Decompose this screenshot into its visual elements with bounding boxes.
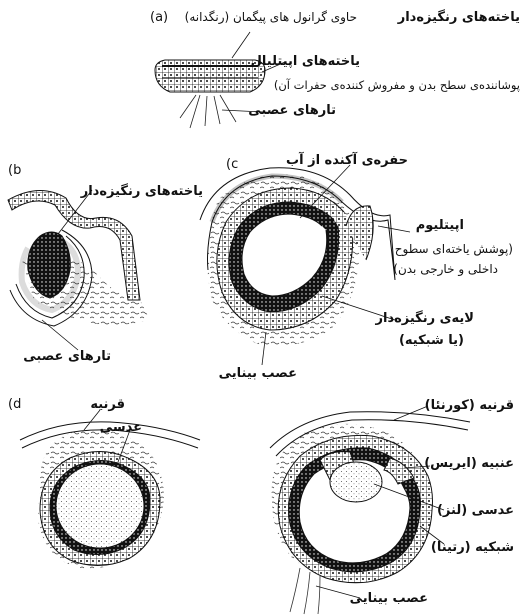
panel-a-epithelium bbox=[155, 60, 265, 92]
panel-a-pointer-receptor bbox=[232, 32, 250, 58]
panel-c-drawing bbox=[200, 165, 410, 365]
panel-c-nerve-label: عصب بینایی bbox=[219, 366, 297, 381]
panel-b-nerve-label: تارهای عصبی bbox=[23, 349, 111, 364]
panel-a-nerve-fibers bbox=[180, 95, 236, 128]
panel-c-pigment-label: لایه‌ی رنگیزه‌دار bbox=[376, 311, 475, 326]
panel-a-nerve-label: تارهای عصبی bbox=[248, 103, 336, 118]
panel-e-optic-nerve bbox=[290, 568, 320, 614]
panel-d-pointer-cornea bbox=[84, 410, 100, 430]
panel-d-lens bbox=[56, 464, 144, 548]
panel-d-cornea-label: قرنیه bbox=[90, 397, 125, 412]
panel-a-receptor-label: یاخته‌های رنگیزه‌دار bbox=[398, 10, 520, 25]
panel-d-lens-label: عدسی bbox=[100, 420, 142, 435]
panel-b-pointer-nerve bbox=[42, 320, 78, 350]
panel-a-epithelial-note: پوشاننده‌ی سطح بدن و مفروش کننده‌ی حفرات… bbox=[274, 78, 520, 93]
panel-e-lens-label: عدسی (لنز) bbox=[437, 503, 514, 518]
panel-e-lens bbox=[330, 462, 382, 502]
panel-b-drawing bbox=[8, 190, 150, 350]
panel-e-retina-label: شبکیه (رتینا) bbox=[431, 540, 514, 555]
panel-b-tag: (b bbox=[8, 163, 21, 178]
panel-c-epithelium-label: اپیتلیوم bbox=[416, 218, 464, 233]
panel-a-pigment-note: حاوی گرانول های پیگمان (رنگدانه) bbox=[185, 10, 357, 25]
panel-e-nerve-label: عصب بینایی bbox=[350, 591, 428, 606]
panel-e-iris-label: عنبیه (ایریس) bbox=[424, 456, 514, 471]
panel-b-receptor-label: یاخته‌های رنگیزه‌دار bbox=[81, 184, 203, 199]
panel-c-cavity-label: حفره‌ی آکنده از آب bbox=[286, 153, 408, 168]
panel-c-epithelium-note-2: داخلی و خارجی بدن) bbox=[393, 262, 498, 277]
panel-c-tag: (c bbox=[226, 157, 238, 172]
panel-a-tag: (a) bbox=[150, 10, 168, 25]
panel-c-epithelium-note-1: (پوشش یاخته‌ای سطوح bbox=[395, 242, 513, 257]
panel-a-epithelial-label: یاخته‌های اپیتلیال bbox=[251, 54, 360, 69]
panel-c-pointer-epithelium bbox=[378, 226, 410, 232]
panel-d-tag: (d bbox=[8, 397, 21, 412]
panel-e-cornea-label: قرنیه (کورنئا) bbox=[425, 398, 514, 413]
panel-c-pigment-label-2: (یا شبکیه) bbox=[399, 333, 464, 348]
